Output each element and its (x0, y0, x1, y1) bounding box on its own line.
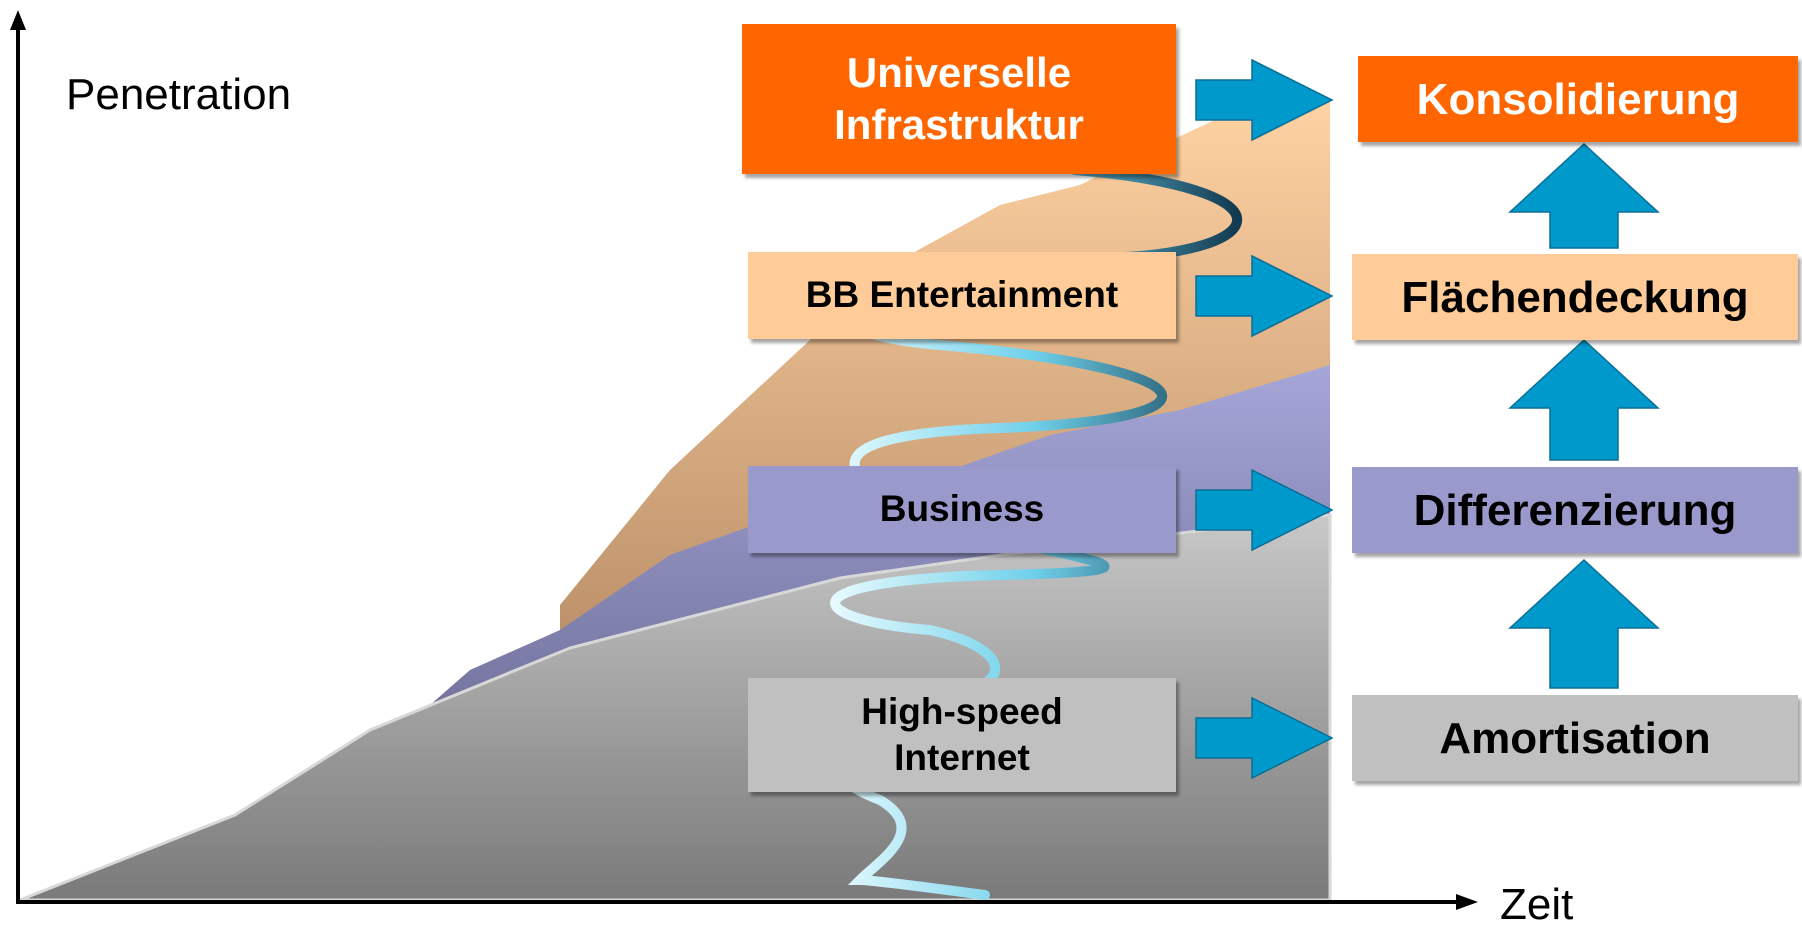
up-arrow-icon (1508, 142, 1660, 249)
outcome-differenzierung: Differenzierung (1352, 467, 1798, 553)
stage-high-speed-internet: High-speed Internet (748, 678, 1176, 792)
right-arrow-icon (1195, 696, 1334, 780)
stage-bb-entertainment: BB Entertainment (748, 252, 1176, 339)
right-arrow-icon (1195, 58, 1334, 142)
outcome-label: Flächendeckung (1401, 272, 1749, 322)
outcome-amortisation: Amortisation (1352, 695, 1798, 781)
y-axis-arrowhead (10, 10, 26, 30)
outcome-label: Differenzierung (1413, 485, 1737, 535)
x-axis-label: Zeit (1500, 880, 1574, 929)
outcome-label: Konsolidierung (1416, 74, 1740, 124)
up-arrow-icon (1508, 558, 1660, 689)
outcome-label: Amortisation (1439, 713, 1711, 763)
stage-label: High-speed Internet (861, 690, 1063, 778)
stage-label: Universelle Infrastruktur (834, 48, 1084, 149)
stage-label: Business (879, 488, 1045, 530)
internet-area (19, 513, 1332, 902)
stage-universal-infrastructure: Universelle Infrastruktur (742, 24, 1176, 174)
up-arrow-icon (1508, 338, 1660, 461)
right-arrow-icon (1195, 468, 1334, 552)
y-axis-label: Penetration (66, 70, 292, 119)
stage-label: BB Entertainment (805, 274, 1119, 316)
right-arrow-icon (1195, 254, 1334, 338)
x-axis-arrowhead (1456, 894, 1478, 910)
outcome-flaechendeckung: Flächendeckung (1352, 254, 1798, 340)
stage-business: Business (748, 466, 1176, 553)
outcome-konsolidierung: Konsolidierung (1358, 56, 1798, 142)
